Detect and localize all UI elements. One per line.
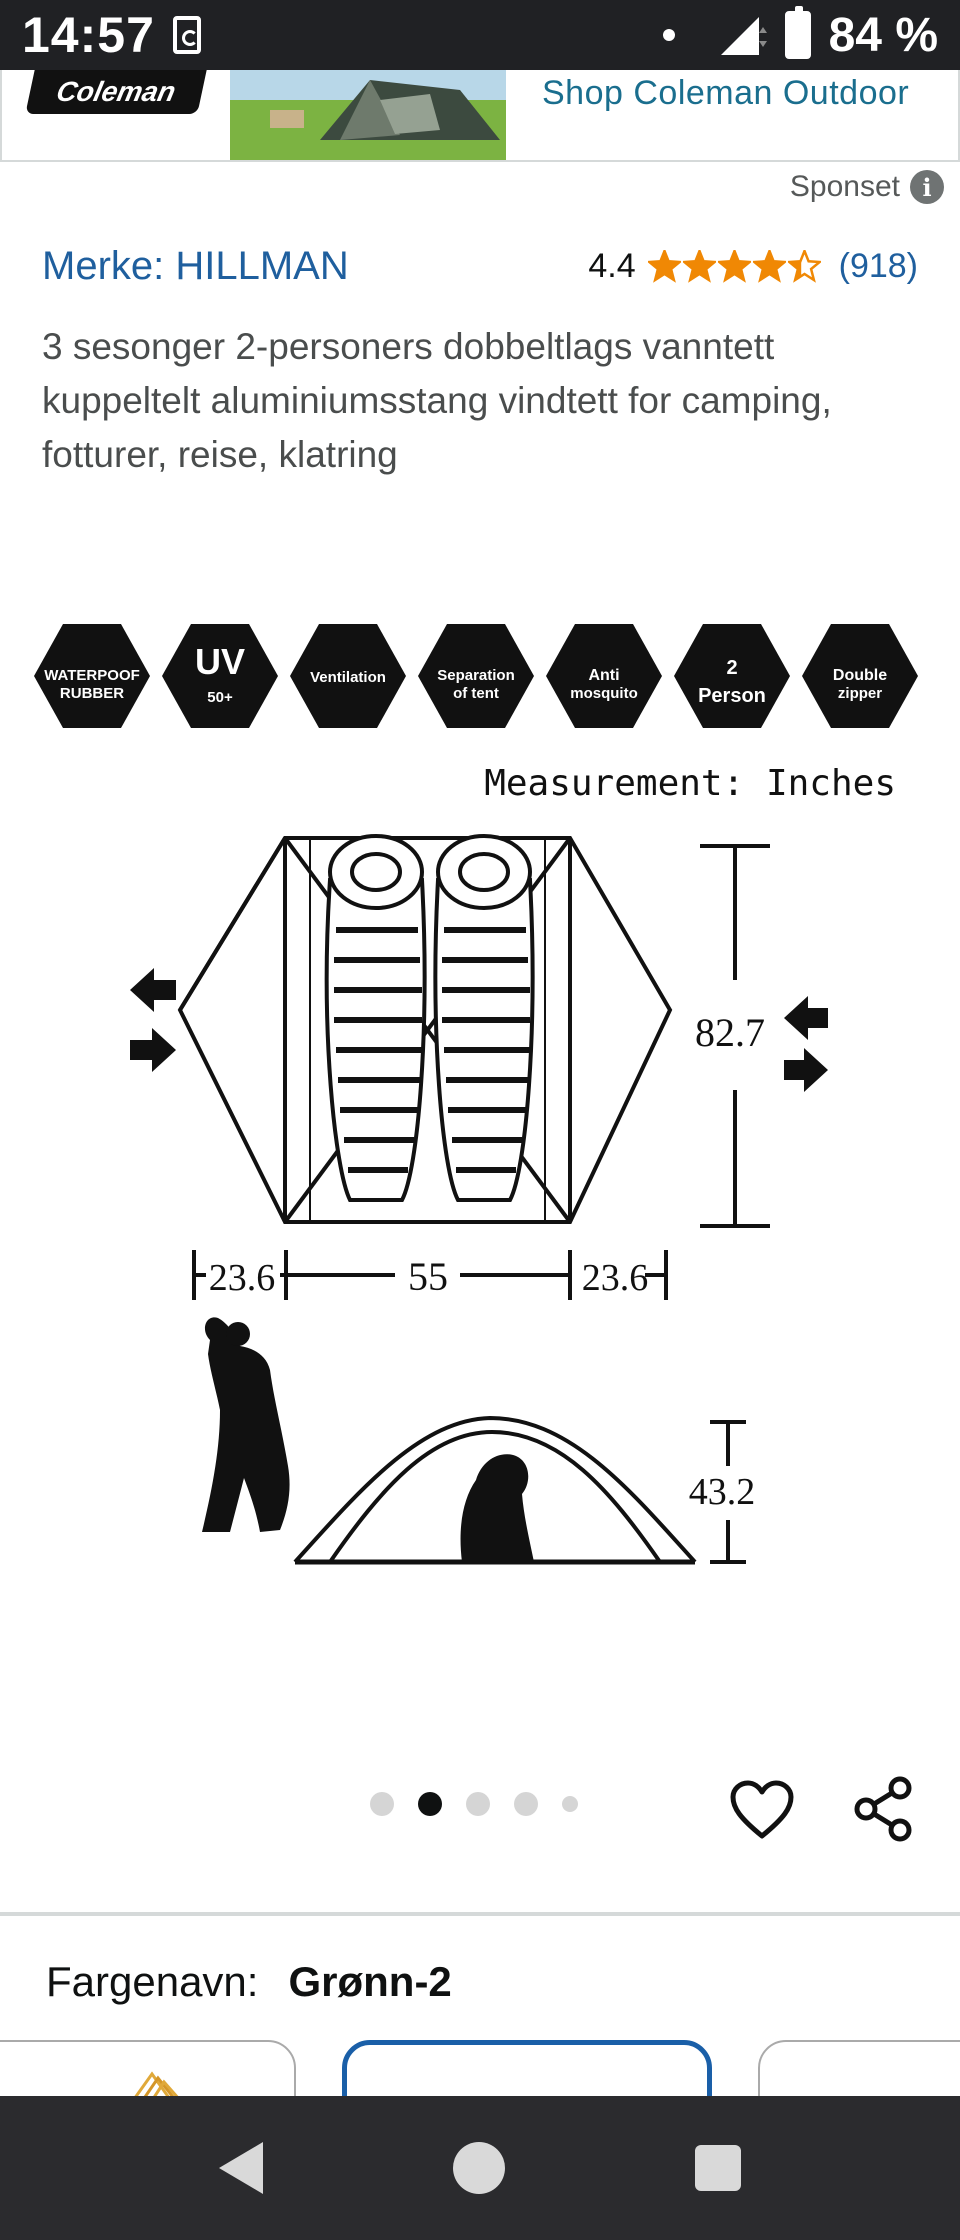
star-rating [647,250,821,283]
carousel-dot[interactable] [466,1792,490,1816]
sponsored-ad-banner[interactable]: Coleman Shop Coleman Outdoor [0,70,960,162]
status-icons: 84 % [662,6,938,63]
entrance-arrows [130,968,828,1092]
star-icon [717,250,751,283]
color-value: Grønn-2 [288,1958,452,2005]
sponsored-label[interactable]: Sponset i [790,170,944,204]
feature-badge-subtext: 50+ [207,689,233,706]
star-icon [787,250,821,283]
rating-value: 4.4 [588,247,636,285]
feature-badge-subtext: of tent [453,685,499,702]
carousel-indicator[interactable] [370,1792,578,1816]
feature-badge-text: Double [833,667,887,684]
battery-icon [784,6,811,59]
color-label: Fargenavn: [46,1958,259,2005]
feature-badge-subtext: zipper [838,685,882,702]
feature-badge-text: 2 [726,657,737,679]
feature-badge: UV 50+ [162,624,278,728]
feature-badge-subtext: Person [698,685,766,707]
feature-badge-subtext: mosquito [570,685,638,702]
ad-tent-image [230,70,506,160]
color-selection: Fargenavn: Grønn-2 [46,1958,452,2006]
heart-icon[interactable] [730,1780,794,1840]
system-navigation-bar [0,2096,960,2240]
feature-badge-text: Ventilation [310,669,386,686]
share-icon[interactable] [852,1776,914,1842]
battery-level: 84 % [828,8,938,62]
status-time: 14:57 [22,7,155,63]
carousel-dot[interactable] [370,1792,394,1816]
product-title: 3 sesonger 2-personers dobbeltlags vannt… [42,326,832,475]
carousel-dot[interactable] [514,1792,538,1816]
info-icon[interactable]: i [910,170,944,204]
side-left-value: 23.6 [209,1257,276,1299]
carousel-dot-active[interactable] [418,1792,442,1816]
length-dimension [700,844,770,1228]
feature-badge: Ventilation [290,624,406,728]
color-swatch-selected[interactable] [342,2040,712,2096]
section-divider [0,1912,960,1916]
length-value: 82.7 [695,1010,765,1055]
notification-dot-icon [662,29,675,41]
brand-rating-row: Merke: HILLMAN 4.4 (918) [42,244,918,289]
status-bar: 14:57 84 % [0,0,960,70]
width-dimension [192,1250,668,1300]
floor-plan-diagram [177,834,673,1224]
rating[interactable]: 4.4 (918) [588,247,918,286]
color-swatches [0,2040,960,2096]
carousel-dot[interactable] [562,1796,578,1812]
star-icon [682,250,716,283]
ad-cta-link[interactable]: Shop Coleman Outdoor [542,74,910,112]
measurement-label: Measurement: Inches [484,763,896,804]
signal-icon [720,17,767,55]
color-swatch[interactable] [758,2040,960,2096]
review-count-link[interactable]: (918) [838,247,918,285]
feature-badge-text: WATERPOOF [44,667,140,684]
feature-badge-subtext: RUBBER [60,685,124,702]
height-value: 43.2 [689,1471,756,1513]
star-icon [752,250,786,283]
feature-badge-text: UV [195,641,245,682]
height-dimension [710,1420,746,1564]
side-view-diagram [202,1317,697,1565]
sponsored-text: Sponset [789,170,900,203]
side-right-value: 23.6 [582,1257,649,1299]
notification-icon [172,16,201,54]
coleman-logo: Coleman [25,70,207,114]
recent-apps-icon[interactable] [695,2145,741,2191]
logo-text: Coleman [53,76,179,107]
back-icon[interactable] [219,2142,263,2194]
feature-badge-text: Anti [588,667,619,684]
swatch-tent-thumbnail [134,2071,179,2096]
home-icon[interactable] [453,2142,505,2194]
brand-link[interactable]: Merke: HILLMAN [42,244,349,288]
star-icon [647,250,681,283]
width-value: 55 [408,1254,448,1299]
color-swatch[interactable] [0,2040,296,2096]
feature-badge-text: Separation [437,667,515,684]
